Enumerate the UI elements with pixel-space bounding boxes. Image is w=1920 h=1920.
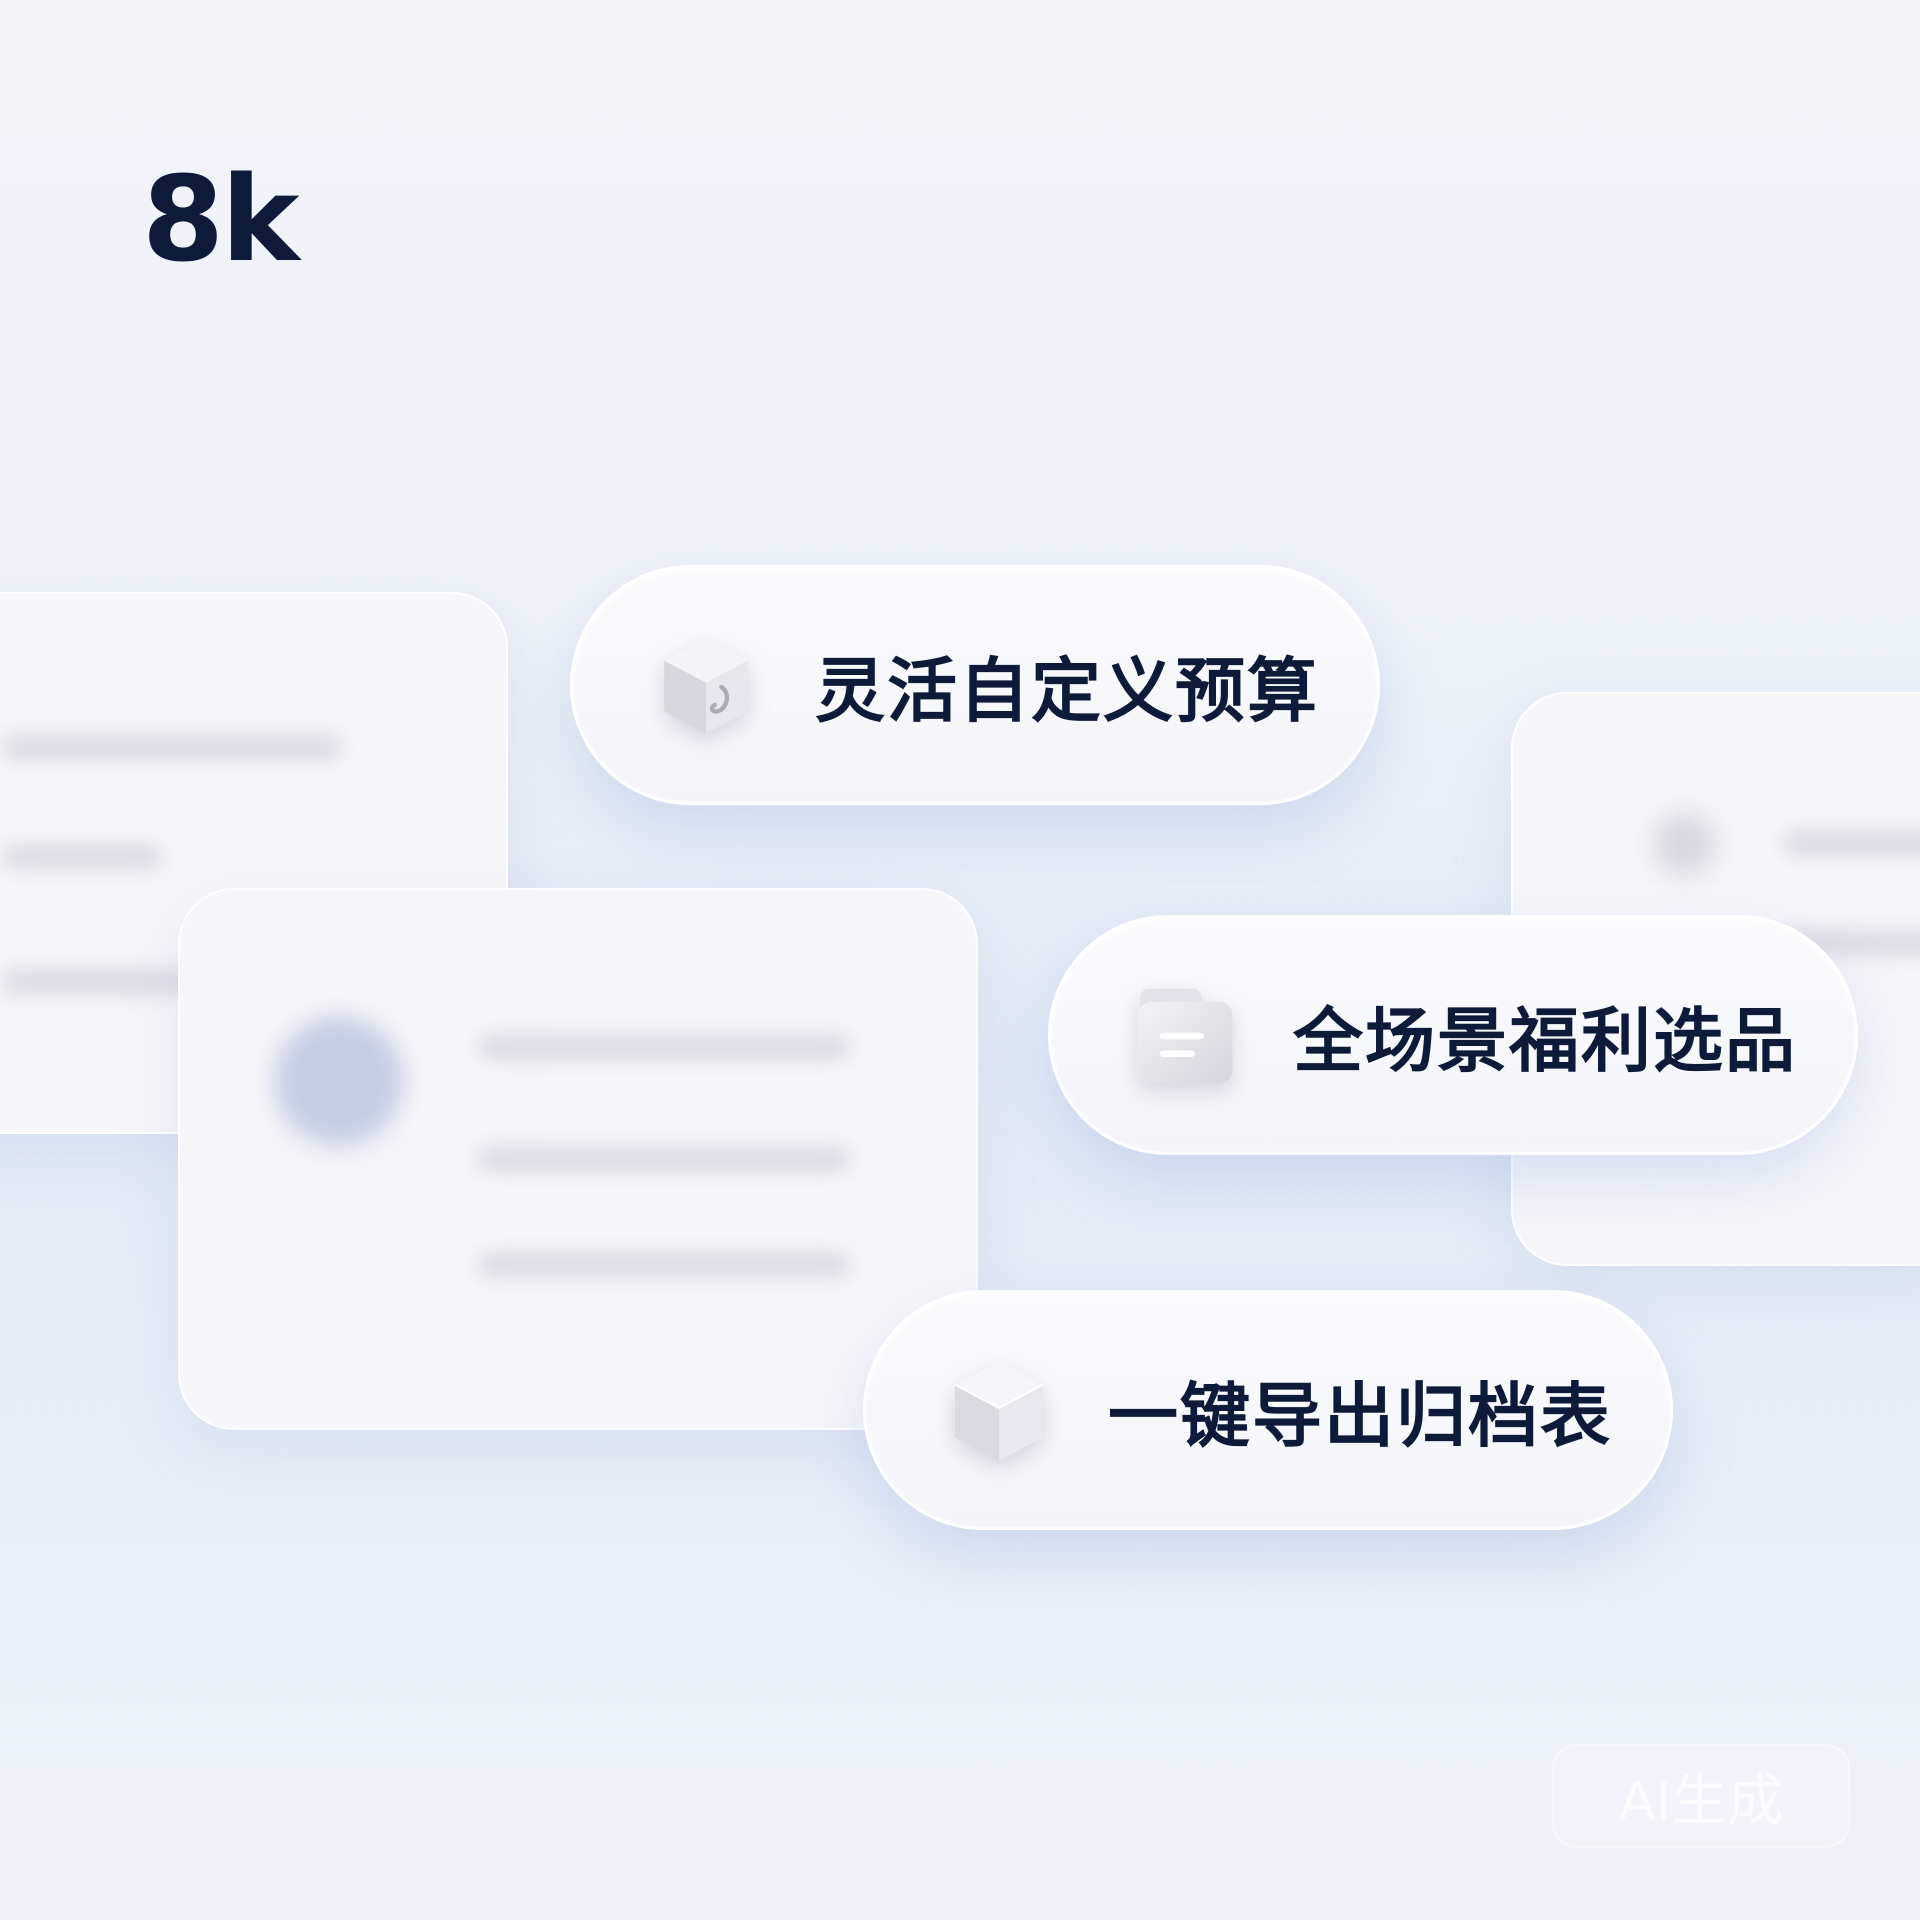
background-card-center [178, 888, 978, 1430]
feature-label: 一键导出归档表 [1108, 1374, 1612, 1457]
feature-pill-export[interactable]: 一键导出归档表 [863, 1290, 1673, 1530]
box-cube-icon [954, 1361, 1044, 1461]
feature-label: 全场景福利选品 [1293, 999, 1797, 1082]
budget-cube-icon [664, 638, 748, 734]
headline: 8k [142, 150, 300, 288]
placeholder-line [2, 734, 342, 760]
placeholder-avatar [274, 1016, 404, 1146]
placeholder-line [478, 1034, 850, 1060]
feature-label: 灵活自定义预算 [815, 649, 1319, 732]
feature-pill-selection[interactable]: 全场景福利选品 [1048, 915, 1858, 1155]
placeholder-line [478, 1146, 850, 1172]
placeholder-line [1783, 830, 1920, 856]
document-card-icon [1137, 988, 1233, 1084]
placeholder-line [478, 1252, 850, 1278]
placeholder-line [2, 844, 162, 870]
ai-generated-watermark: AI生成 [1552, 1744, 1850, 1848]
placeholder-avatar [1653, 812, 1717, 876]
feature-pill-budget[interactable]: 灵活自定义预算 [570, 565, 1380, 805]
